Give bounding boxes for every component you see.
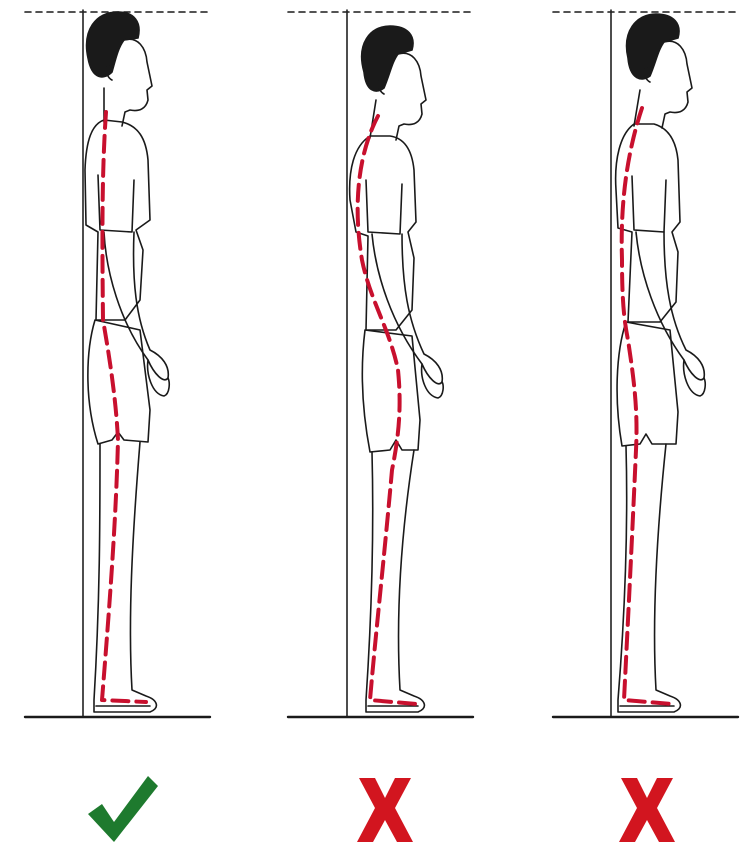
verdict-incorrect-forward-lean	[607, 770, 687, 846]
spine-alignment-line	[622, 108, 672, 704]
head	[662, 41, 692, 128]
panel-forward-lean	[553, 10, 738, 717]
torso-shirt	[616, 124, 680, 322]
torso-shirt	[85, 120, 150, 320]
hair	[627, 14, 679, 79]
x-mark-icon	[345, 770, 425, 846]
panel-correct	[25, 10, 210, 717]
leg	[366, 450, 424, 712]
x-mark-icon	[607, 770, 687, 846]
verdict-correct	[80, 770, 160, 846]
hair	[362, 26, 413, 91]
head	[122, 39, 152, 126]
panel-hunched	[288, 10, 473, 717]
verdict-incorrect-hunched	[345, 770, 425, 846]
head	[396, 53, 426, 140]
spine-alignment-line	[102, 112, 146, 702]
shorts	[617, 322, 678, 446]
arm	[372, 234, 442, 384]
sleeve	[632, 176, 666, 232]
arm	[636, 232, 704, 380]
hair	[87, 12, 139, 77]
sleeve	[366, 180, 402, 234]
check-mark-icon	[80, 770, 160, 846]
